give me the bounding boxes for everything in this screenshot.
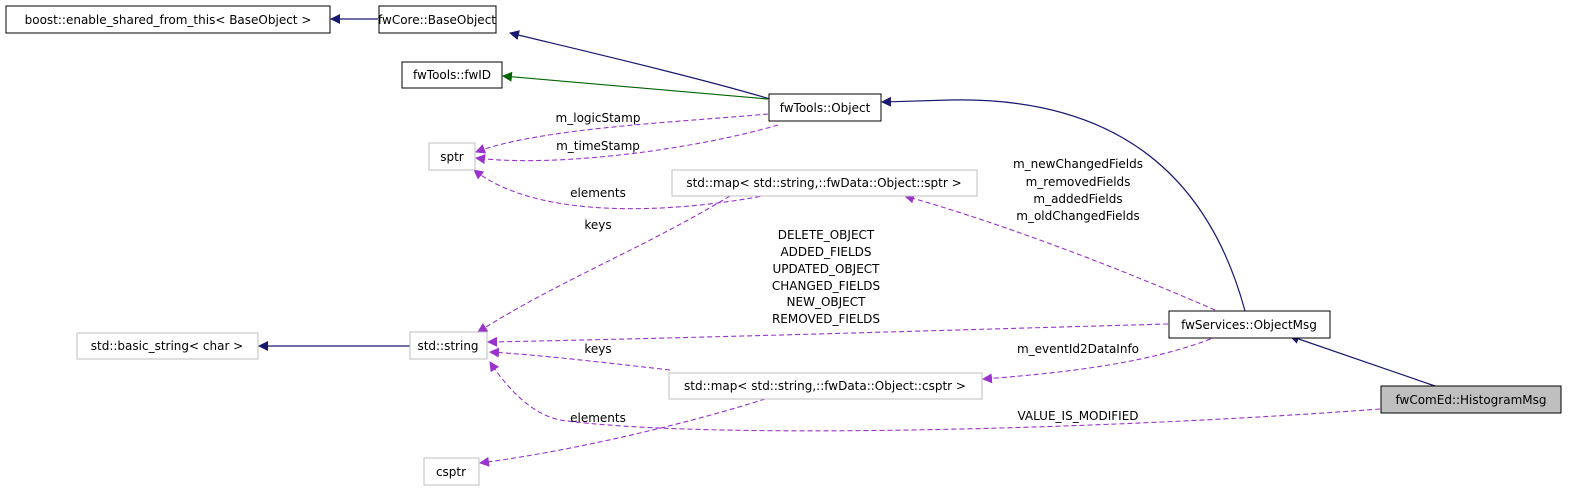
node-boost-enable-shared[interactable]: boost::enable_shared_from_this< BaseObje… [5, 5, 331, 34]
edge-objectmsg-to-mapsptr [904, 193, 1216, 311]
node-std-string-label: std::string [417, 339, 478, 353]
label-map-csptr-keys: keys [584, 342, 611, 356]
edge-mapcsptr-to-string [489, 347, 671, 371]
label-event-4: CHANGED_FIELDS [772, 279, 880, 293]
node-boost-enable-shared-label: boost::enable_shared_from_this< BaseObje… [25, 13, 312, 27]
label-map-sptr-elements: elements [570, 186, 626, 200]
node-basic-string-label: std::basic_string< char > [91, 339, 244, 353]
node-map-csptr[interactable]: std::map< std::string,::fwData::Object::… [668, 372, 983, 400]
label-event-6: REMOVED_FIELDS [772, 312, 880, 326]
label-event-3: UPDATED_OBJECT [773, 262, 881, 276]
edge-objectmsg-to-object [881, 96, 1246, 312]
node-map-sptr[interactable]: std::map< std::string,::fwData::Object::… [671, 169, 978, 197]
edge-histogram-to-string [489, 361, 1381, 432]
edge-objectmsg-to-mapcsptr [982, 335, 1219, 384]
label-field-2: m_removedFields [1026, 175, 1131, 189]
node-sptr-label: sptr [440, 150, 464, 164]
node-base-object-label: fwCore::BaseObject [378, 13, 496, 27]
node-fwid-label: fwTools::fwID [413, 68, 491, 82]
node-object-msg-label: fwServices::ObjectMsg [1181, 318, 1317, 332]
node-histogram-msg-label: fwComEd::HistogramMsg [1396, 393, 1547, 407]
label-field-4: m_oldChangedFields [1016, 209, 1140, 223]
node-csptr-label: csptr [436, 465, 466, 479]
node-sptr[interactable]: sptr [428, 142, 476, 171]
label-event-1: DELETE_OBJECT [778, 228, 875, 242]
node-fwtools-object[interactable]: fwTools::Object [768, 93, 882, 122]
node-basic-string[interactable]: std::basic_string< char > [76, 332, 259, 360]
label-event-2: ADDED_FIELDS [780, 245, 871, 259]
label-event-id: m_eventId2DataInfo [1017, 342, 1139, 356]
label-event-5: NEW_OBJECT [787, 295, 867, 309]
edge-mapcsptr-to-csptr [479, 398, 766, 467]
node-base-object[interactable]: fwCore::BaseObject [378, 5, 497, 34]
label-field-1: m_newChangedFields [1013, 157, 1143, 171]
node-object-msg[interactable]: fwServices::ObjectMsg [1168, 310, 1331, 339]
label-field-3: m_addedFields [1033, 192, 1122, 206]
node-fwtools-object-label: fwTools::Object [780, 101, 871, 115]
edge-mapsptr-to-sptr [473, 169, 769, 210]
edge-mapsptr-to-string [477, 195, 731, 333]
nodes: boost::enable_shared_from_this< BaseObje… [5, 5, 1562, 486]
node-std-string[interactable]: std::string [409, 331, 488, 360]
node-map-csptr-label: std::map< std::string,::fwData::Object::… [684, 379, 966, 393]
label-logic-stamp: m_logicStamp [556, 111, 641, 125]
node-histogram-msg[interactable]: fwComEd::HistogramMsg [1380, 385, 1562, 414]
node-fwid[interactable]: fwTools::fwID [401, 61, 503, 89]
label-map-sptr-keys: keys [584, 218, 611, 232]
node-map-sptr-label: std::map< std::string,::fwData::Object::… [686, 176, 961, 190]
edge-histogram-to-objectmsg [1289, 334, 1436, 387]
edges [258, 14, 1436, 467]
label-time-stamp: m_timeStamp [556, 139, 640, 153]
edge-logicstamp [475, 113, 769, 154]
edge-object-to-baseobject [509, 30, 771, 100]
label-value-modified: VALUE_IS_MODIFIED [1017, 409, 1138, 423]
edge-objectmsg-to-string [487, 323, 1169, 347]
edge-labels: m_logicStamp m_timeStamp elements keys m… [556, 111, 1143, 425]
edge-timestamp [475, 124, 779, 165]
edge-object-to-fwid [502, 71, 769, 100]
node-csptr[interactable]: csptr [423, 457, 480, 486]
label-map-csptr-elements: elements [570, 411, 626, 425]
